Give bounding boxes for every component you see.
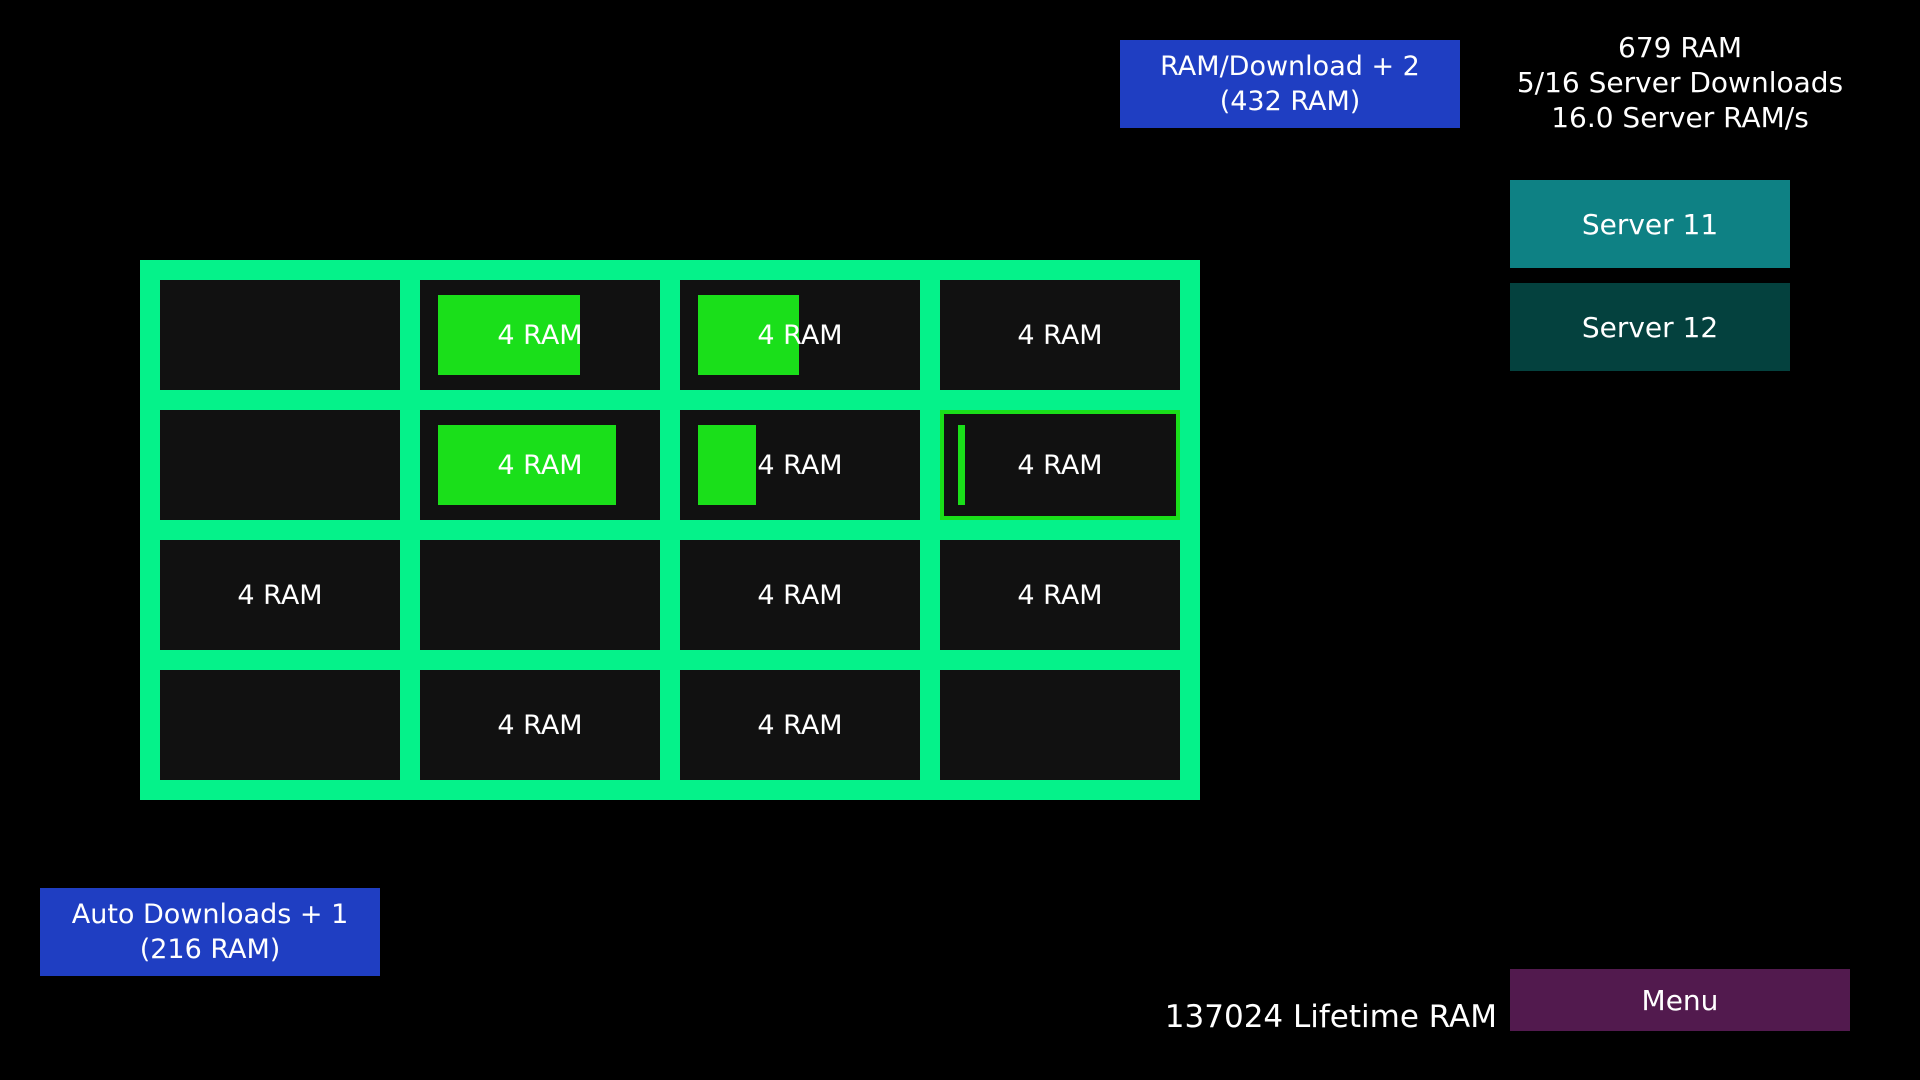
cell-ram-label: 4 RAM — [237, 579, 323, 611]
grid-cell[interactable]: 4 RAM — [680, 410, 920, 520]
server-12-button[interactable]: Server 12 — [1510, 283, 1790, 371]
grid-cell[interactable]: 4 RAM — [420, 670, 660, 780]
grid-cell[interactable] — [940, 670, 1180, 780]
grid-cell[interactable] — [160, 410, 400, 520]
auto-downloads-upgrade-cost: (216 RAM) — [139, 934, 281, 965]
cell-ram-label: 4 RAM — [757, 449, 843, 481]
grid-cell[interactable]: 4 RAM — [680, 280, 920, 390]
menu-button[interactable]: Menu — [1510, 969, 1850, 1031]
cell-ram-label — [420, 540, 660, 650]
cell-ram-label — [160, 670, 400, 780]
cell-ram-label: 4 RAM — [757, 579, 843, 611]
server-11-label: Server 11 — [1581, 207, 1719, 241]
cell-ram-label: 4 RAM — [1017, 319, 1103, 351]
server-ram-rate: 16.0 Server RAM/s — [1551, 101, 1809, 134]
auto-downloads-upgrade-button[interactable]: Auto Downloads + 1 (216 RAM) — [40, 888, 380, 976]
grid-cell[interactable]: 4 RAM — [940, 410, 1180, 520]
server-downloads-count: 5/16 Server Downloads — [1516, 66, 1844, 99]
grid-cell[interactable]: 4 RAM — [420, 410, 660, 520]
grid-cell[interactable] — [160, 670, 400, 780]
lifetime-ram: 137024 Lifetime RAM — [1164, 999, 1497, 1035]
download-progress-bar — [698, 295, 799, 375]
stats-panel: 679 RAM 5/16 Server Downloads 16.0 Serve… — [1500, 30, 1860, 135]
cell-ram-label: 4 RAM — [1017, 449, 1103, 481]
cell-ram-label — [940, 670, 1180, 780]
grid-cell[interactable]: 4 RAM — [680, 540, 920, 650]
cell-ram-label: 4 RAM — [757, 709, 843, 741]
cell-ram-label — [160, 410, 400, 520]
cell-ram-label: 4 RAM — [497, 449, 583, 481]
server-12-label: Server 12 — [1581, 310, 1719, 344]
download-progress-bar — [698, 425, 756, 505]
cell-ram-label: 4 RAM — [1017, 579, 1103, 611]
download-progress-bar — [438, 295, 580, 375]
cell-ram-label: 4 RAM — [757, 319, 843, 351]
auto-downloads-upgrade-label: Auto Downloads + 1 — [71, 899, 349, 930]
download-progress-bar — [438, 425, 616, 505]
menu-label: Menu — [1641, 983, 1719, 1017]
ram-per-download-upgrade-label: RAM/Download + 2 — [1160, 51, 1420, 82]
grid-cell[interactable]: 4 RAM — [940, 540, 1180, 650]
download-progress-bar — [958, 425, 965, 505]
grid-cell[interactable] — [160, 280, 400, 390]
grid-cell[interactable]: 4 RAM — [160, 540, 400, 650]
cell-ram-label — [160, 280, 400, 390]
cell-ram-label: 4 RAM — [497, 319, 583, 351]
grid-cell[interactable]: 4 RAM — [680, 670, 920, 780]
grid-cell[interactable]: 4 RAM — [420, 280, 660, 390]
ram-balance: 679 RAM — [1618, 31, 1742, 64]
ram-per-download-upgrade-cost: (432 RAM) — [1219, 86, 1361, 117]
cell-ram-label: 4 RAM — [497, 709, 583, 741]
server-11-button[interactable]: Server 11 — [1510, 180, 1790, 268]
grid-cell[interactable]: 4 RAM — [940, 280, 1180, 390]
grid-cell[interactable] — [420, 540, 660, 650]
ram-per-download-upgrade-button[interactable]: RAM/Download + 2 (432 RAM) — [1120, 40, 1460, 128]
download-grid: 4 RAM 4 RAM 4 RAM 4 RAM 4 RAM 4 RAM 4 RAM 4 RAM… — [140, 260, 1200, 800]
